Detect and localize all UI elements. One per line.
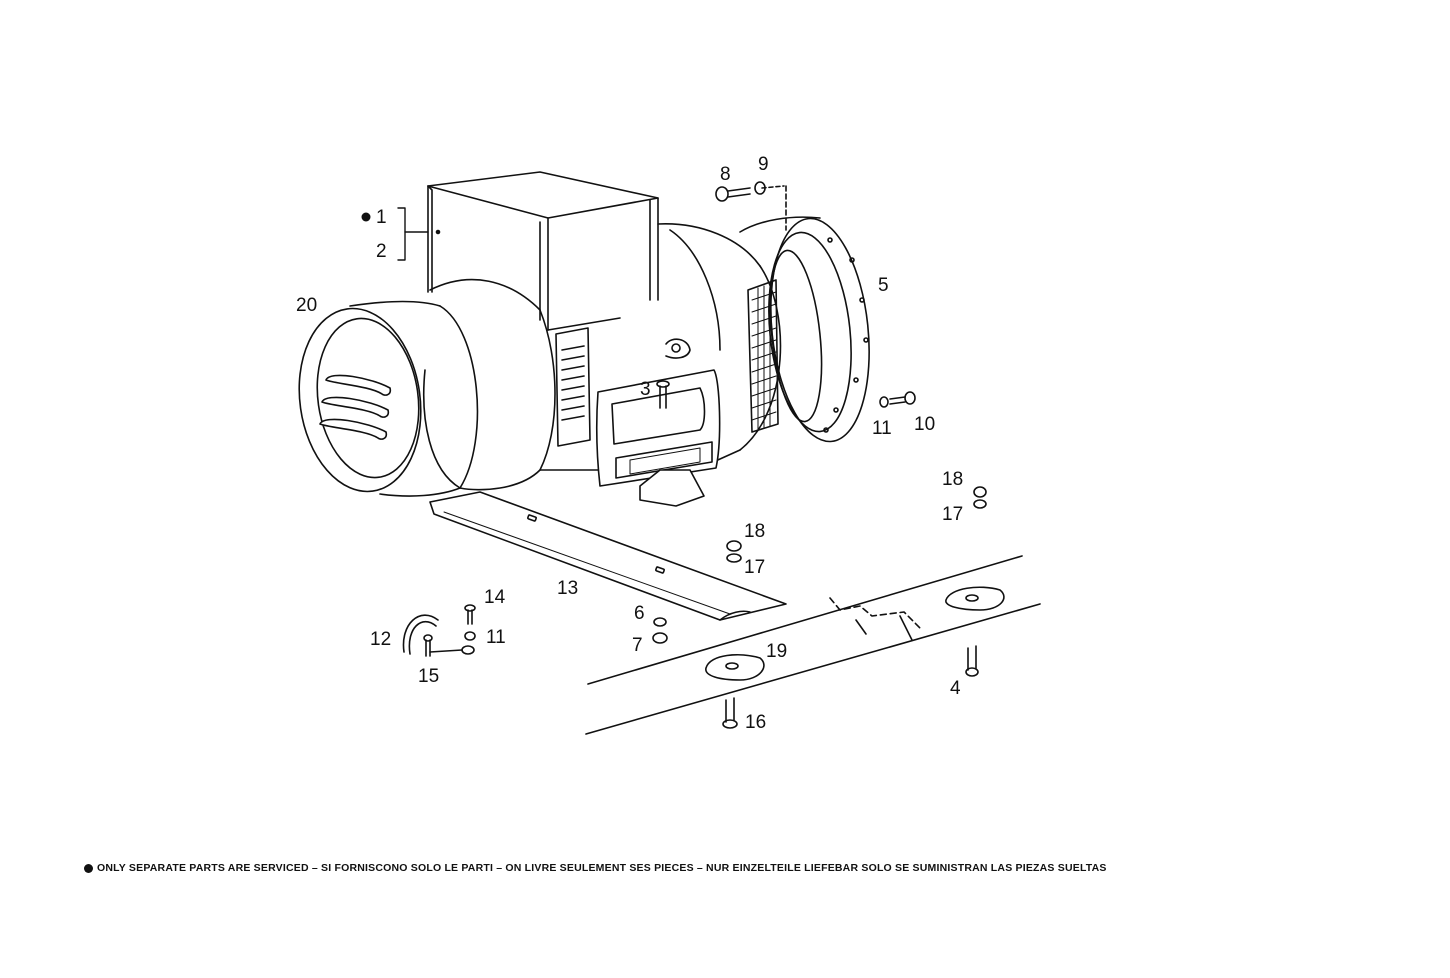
- callout-13: 13: [557, 578, 579, 599]
- callout-1: 1: [376, 207, 387, 228]
- mounting-foot: [595, 338, 721, 507]
- callout-17-right: 17: [942, 504, 964, 525]
- washer-part-18-right: [973, 486, 987, 498]
- bolt-part-4: [965, 645, 979, 677]
- nut-part-17-right: [973, 499, 987, 509]
- callout-5: 5: [878, 275, 889, 296]
- adapter-flange: [739, 216, 870, 443]
- serviced-separately-bullet: [361, 212, 371, 222]
- callout-2: 2: [376, 241, 387, 262]
- nut-part-17-middle: [726, 553, 742, 563]
- mounting-pad-part-19: [705, 654, 765, 681]
- callout-19: 19: [766, 641, 788, 662]
- callout-8: 8: [720, 164, 731, 185]
- callout-11-lower: 11: [486, 627, 506, 648]
- callout-4: 4: [950, 678, 961, 699]
- footer-note: ONLY SEPARATE PARTS ARE SERVICED – SI FO…: [84, 862, 1107, 874]
- callout-3: 3: [640, 379, 651, 400]
- washer-part-18-middle: [726, 540, 742, 552]
- callout-15: 15: [418, 666, 440, 687]
- bolt-part-16: [722, 697, 738, 729]
- bullet-icon: [84, 863, 93, 873]
- bolt-part-3: [656, 380, 670, 409]
- end-cover: [298, 300, 479, 497]
- callout-11-upper: 11: [872, 418, 892, 439]
- callout-7: 7: [632, 635, 643, 656]
- rear-grille: [747, 279, 779, 433]
- callout-16: 16: [745, 712, 767, 733]
- base-rail: [429, 491, 787, 621]
- callout-bracket-1-2: [397, 207, 429, 261]
- callout-18-right: 18: [942, 469, 964, 490]
- terminal-box: [427, 171, 659, 331]
- callout-20: 20: [296, 295, 318, 316]
- ground-strap-part-12: [402, 614, 463, 655]
- footer-note-text: ONLY SEPARATE PARTS ARE SERVICED – SI FO…: [97, 862, 1107, 874]
- callout-17-middle: 17: [744, 557, 766, 578]
- side-vent: [555, 327, 591, 447]
- nut-part-7: [652, 632, 668, 644]
- callout-12: 12: [370, 629, 392, 650]
- callout-6: 6: [634, 603, 645, 624]
- washer-part-6: [653, 617, 667, 627]
- callout-18-middle: 18: [744, 521, 766, 542]
- screw-part-15: [423, 634, 433, 657]
- screw-part-14: [464, 604, 476, 625]
- washer-part-9: [754, 181, 787, 231]
- washer-part-11-lower: [461, 631, 476, 655]
- base-frame: [585, 555, 1041, 735]
- callout-14: 14: [484, 587, 506, 608]
- bolt-part-8: [715, 186, 751, 202]
- callout-10: 10: [914, 414, 936, 435]
- callout-9: 9: [758, 154, 769, 175]
- mounting-pad-right: [945, 586, 1005, 611]
- washer-part-11-upper: [879, 396, 889, 408]
- bolt-part-10: [889, 391, 916, 405]
